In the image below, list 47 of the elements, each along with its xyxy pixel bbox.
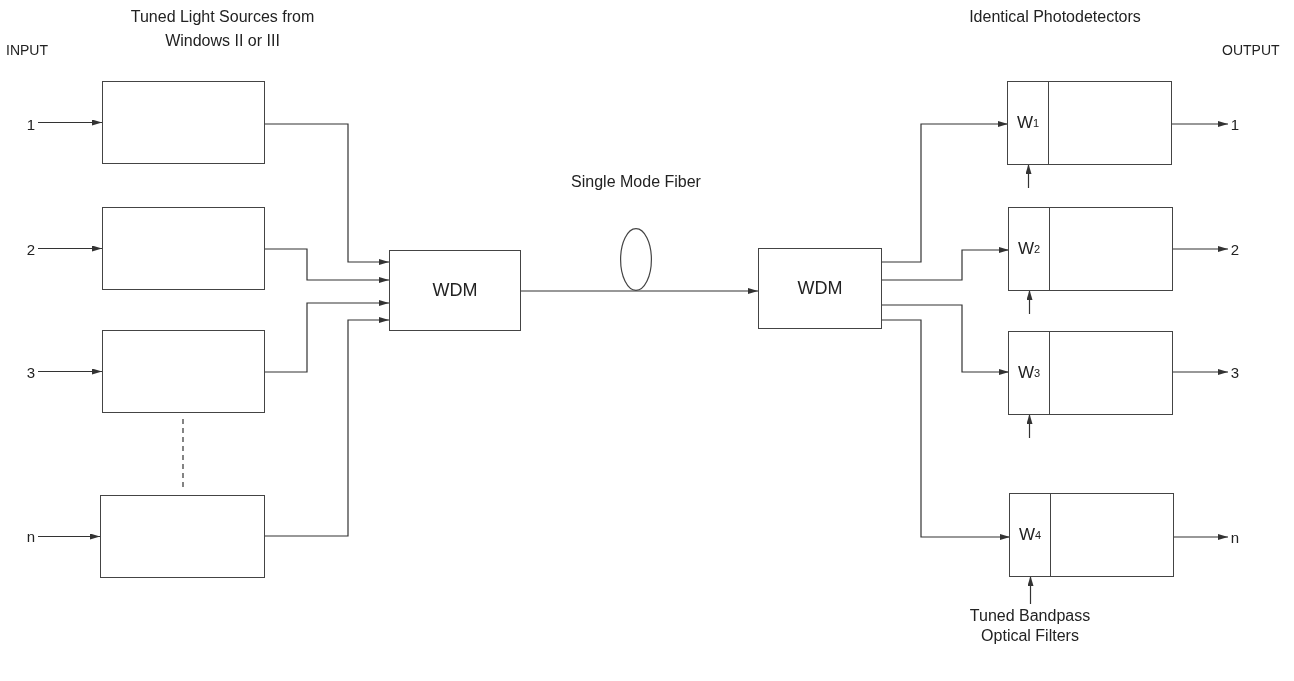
component-box — [102, 207, 265, 290]
component-box — [1009, 493, 1174, 577]
side-heading: INPUT — [6, 41, 49, 60]
arrow — [1172, 246, 1229, 252]
arrow — [37, 119, 103, 126]
component-box — [102, 330, 265, 413]
port-number: 2 — [24, 239, 38, 259]
arrow — [264, 300, 390, 373]
port-number: 3 — [1228, 362, 1242, 382]
arrow — [1026, 413, 1033, 439]
arrow — [881, 247, 1010, 281]
arrow — [881, 319, 1011, 540]
port-number: 1 — [24, 114, 38, 134]
port-number: 1 — [1228, 114, 1242, 134]
arrow — [1172, 369, 1229, 375]
component-box — [1008, 207, 1173, 291]
wdm-box: WDM — [389, 250, 521, 331]
side-heading: OUTPUT — [1222, 41, 1281, 60]
filter-caption: Tuned Bandpass Optical Filters — [945, 604, 1115, 648]
arrow — [264, 317, 390, 537]
arrow — [264, 123, 390, 265]
component-box — [1007, 81, 1172, 165]
component-box — [102, 81, 265, 164]
arrow — [1026, 289, 1033, 315]
arrow — [881, 304, 1010, 375]
component-box — [100, 495, 265, 578]
wdm-box: WDM — [758, 248, 882, 329]
arrow — [1171, 121, 1229, 127]
fiber-coil — [620, 228, 652, 291]
connector-line — [520, 290, 637, 292]
component-box — [1008, 331, 1173, 415]
column-heading: Identical Photodetectors — [968, 7, 1142, 27]
arrow — [881, 121, 1009, 263]
arrow — [37, 368, 103, 375]
arrow — [1173, 534, 1229, 540]
arrow — [264, 248, 390, 283]
node-caption: Single Mode Fiber — [570, 172, 702, 192]
arrow — [37, 533, 101, 540]
arrow — [1025, 163, 1032, 189]
column-heading: Tuned Light Sources from Windows II or III — [129, 7, 316, 51]
port-number: 2 — [1228, 239, 1242, 259]
arrow — [635, 288, 759, 294]
arrow — [37, 245, 103, 252]
port-number: n — [24, 526, 38, 546]
arrow — [1027, 575, 1034, 605]
port-number: 3 — [24, 362, 38, 382]
port-number: n — [1228, 527, 1242, 547]
